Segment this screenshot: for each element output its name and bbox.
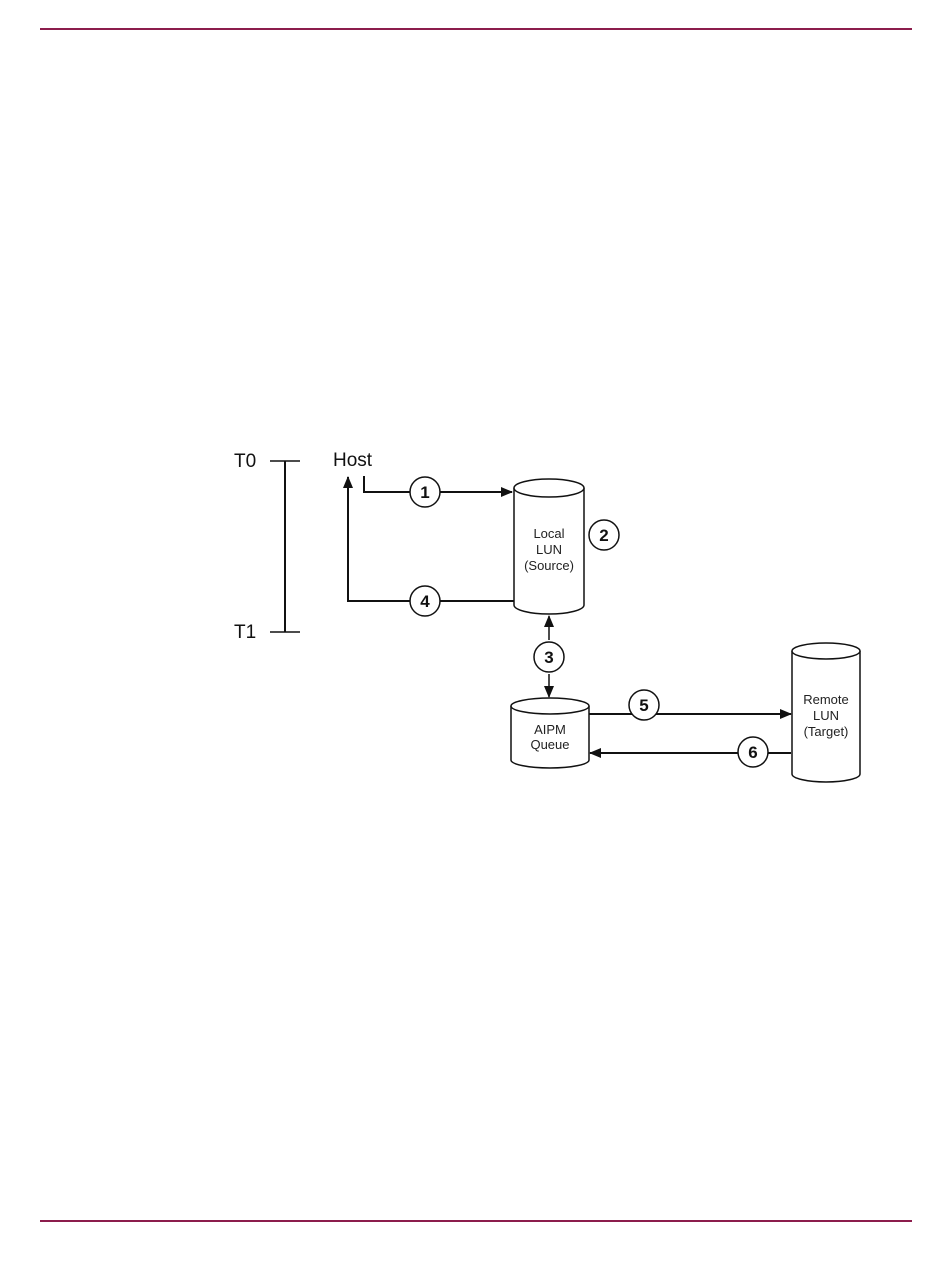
remote-lun-line-3: (Target): [804, 724, 849, 739]
timeline-end-label: T1: [234, 622, 256, 643]
timeline: T0 T1: [234, 451, 300, 643]
step-number-1: 1: [420, 483, 429, 502]
local-lun-line-2: LUN: [536, 542, 562, 557]
remote-lun-cylinder: Remote LUN (Target): [792, 643, 860, 782]
step-number-2: 2: [599, 526, 608, 545]
remote-lun-line-1: Remote: [803, 692, 849, 707]
step-marker-2: 2: [589, 520, 619, 550]
aipm-queue-line-2: Queue: [530, 737, 569, 752]
step-number-5: 5: [639, 696, 648, 715]
step-marker-3: 3: [534, 642, 564, 672]
step-marker-4: 4: [410, 586, 440, 616]
step-number-3: 3: [544, 648, 553, 667]
timeline-start-label: T0: [234, 451, 256, 472]
step-number-4: 4: [420, 592, 430, 611]
step-marker-1: 1: [410, 477, 440, 507]
local-lun-cylinder: Local LUN (Source): [514, 479, 584, 614]
step-marker-5: 5: [629, 690, 659, 720]
step-marker-6: 6: [738, 737, 768, 767]
host-label: Host: [333, 450, 373, 471]
local-lun-line-3: (Source): [524, 558, 574, 573]
step-number-6: 6: [748, 743, 757, 762]
local-lun-line-1: Local: [533, 526, 564, 541]
aipm-queue-cylinder: AIPM Queue: [511, 698, 589, 768]
aipm-queue-line-1: AIPM: [534, 722, 566, 737]
remote-lun-line-2: LUN: [813, 708, 839, 723]
